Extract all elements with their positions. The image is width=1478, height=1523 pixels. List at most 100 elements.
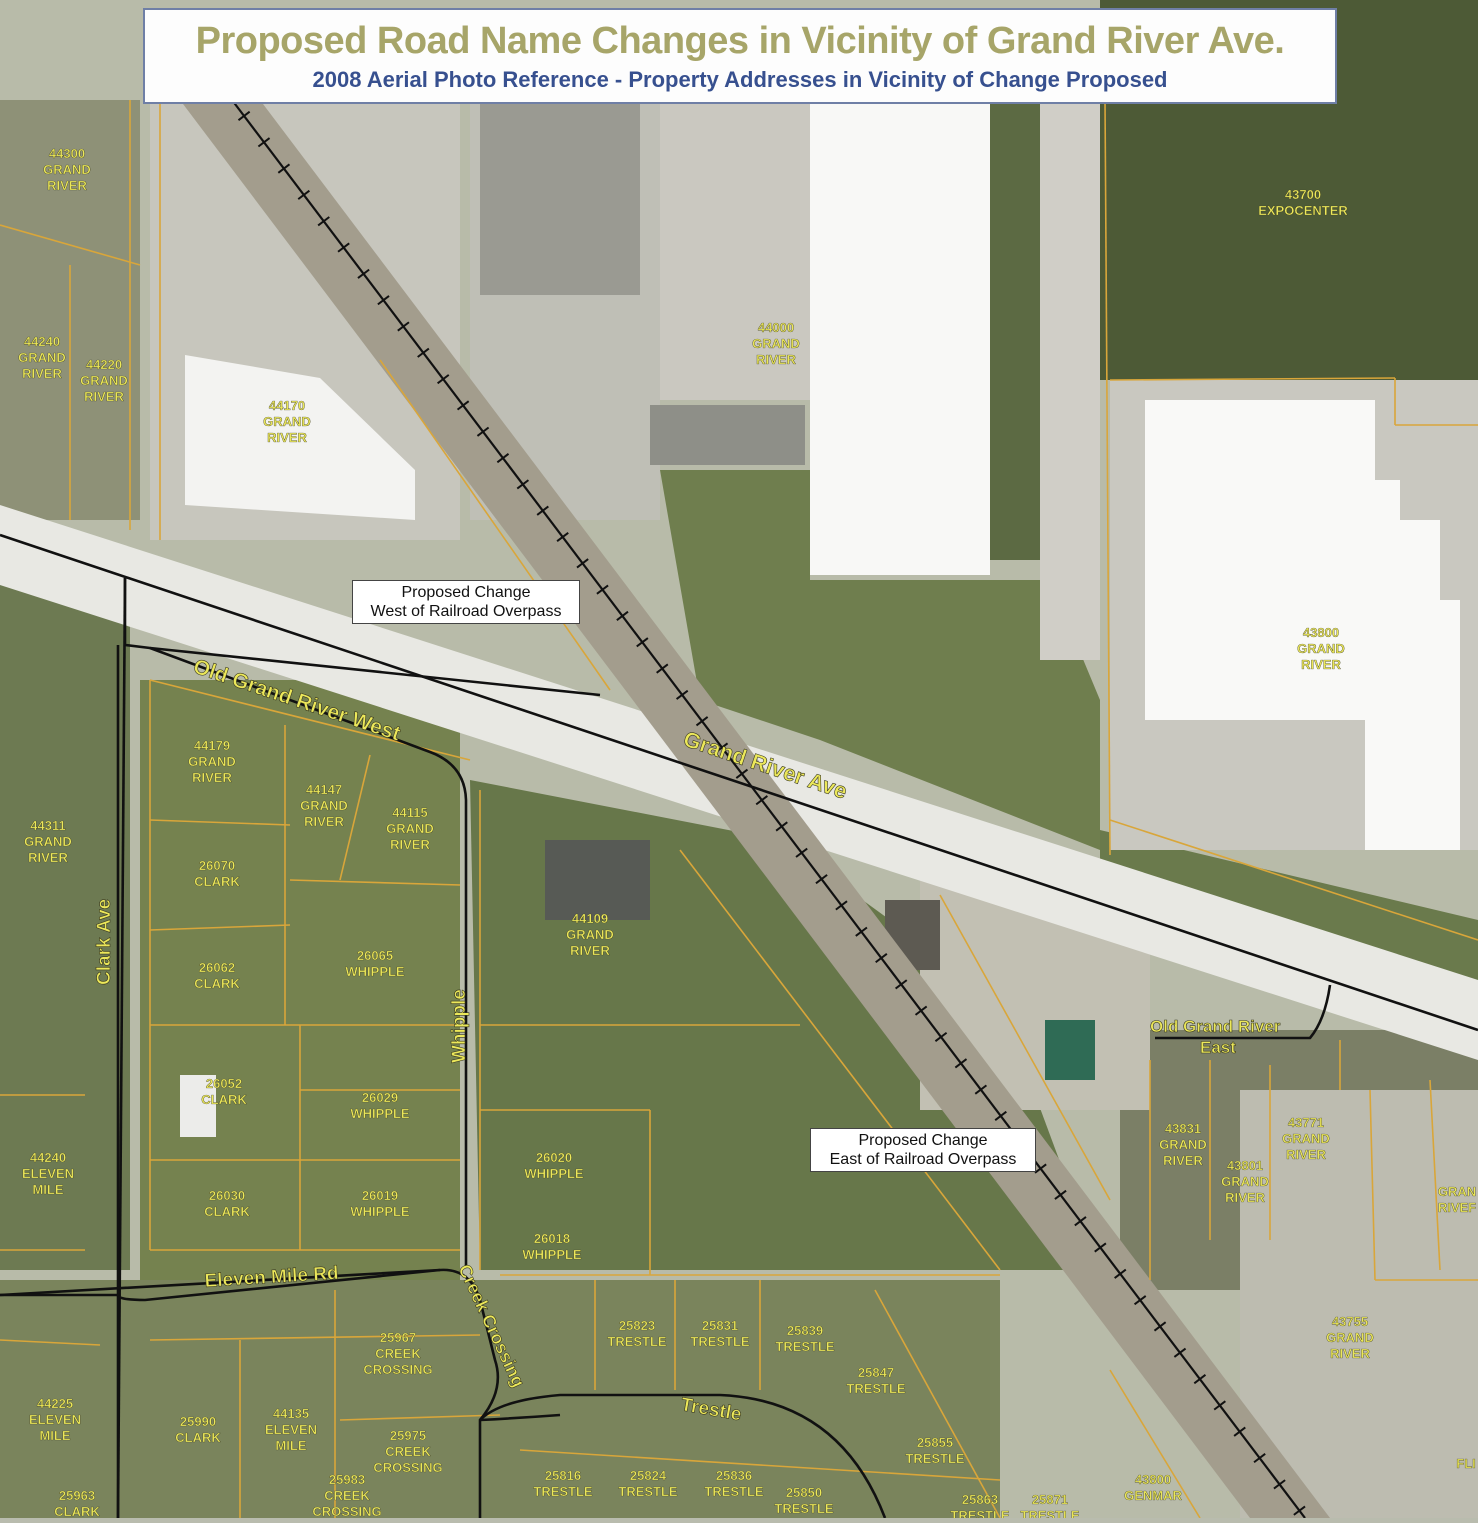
parcel-label-line: 25871 bbox=[1032, 1492, 1068, 1507]
railroad-corridor bbox=[180, 100, 1330, 1518]
parcel-label-line: 44135 bbox=[273, 1406, 309, 1421]
parcel-label-line: TRESTLE bbox=[950, 1508, 1010, 1518]
title-box: Proposed Road Name Changes in Vicinity o… bbox=[143, 8, 1337, 104]
buildings bbox=[180, 100, 1460, 1137]
old-grand-river-east-label-2: East bbox=[1200, 1038, 1236, 1057]
parcel-label-line: 25983 bbox=[329, 1472, 365, 1487]
railroad-tick bbox=[954, 1058, 968, 1069]
parcel-label-line: 44311 bbox=[30, 818, 65, 833]
parcel-label-line: CROSSING bbox=[363, 1362, 432, 1377]
railroad-tick bbox=[735, 768, 749, 779]
grand-river-ave-line bbox=[0, 533, 1478, 1032]
parcel-label-line: 26062 bbox=[199, 960, 235, 975]
parcel-label-line: 43831 bbox=[1165, 1121, 1201, 1136]
parcel-label-line: 25990 bbox=[180, 1414, 216, 1429]
parcel-label-line: CLARK bbox=[201, 1092, 247, 1107]
parcel-label-line: CLARK bbox=[194, 976, 240, 991]
railroad-tick bbox=[775, 821, 788, 832]
parcel-label-line: 26052 bbox=[206, 1076, 242, 1091]
whipple-line bbox=[149, 646, 468, 1268]
parcel-label-line: TRESTLE bbox=[533, 1484, 593, 1499]
parcel-label-line: GRAND bbox=[566, 927, 614, 942]
railroad-tick bbox=[974, 1084, 988, 1095]
railroad-tick bbox=[1133, 1295, 1147, 1306]
parcel-label-line: GRAND bbox=[24, 834, 72, 849]
parcel-label-line: 26019 bbox=[362, 1188, 398, 1203]
railroad-tick bbox=[1213, 1400, 1226, 1411]
parcel-label-line: CREEK bbox=[385, 1444, 431, 1459]
railroad-tick bbox=[556, 531, 569, 543]
parcel-label-line: 25831 bbox=[702, 1318, 738, 1333]
parcel-label-line: 44220 bbox=[86, 357, 122, 372]
parcel-label-line: 25836 bbox=[716, 1468, 752, 1483]
railroad-line bbox=[231, 99, 1306, 1519]
parcel-label-line: ELEVEN bbox=[22, 1166, 74, 1181]
parcel-label-line: 25816 bbox=[545, 1468, 581, 1483]
parcel-label-line: GRAND bbox=[188, 754, 236, 769]
parcel-label-line: GRAND bbox=[386, 821, 434, 836]
railroad-tick bbox=[1074, 1216, 1087, 1227]
parcel-label-line: RIVER bbox=[1286, 1147, 1326, 1162]
creek-crossing-line bbox=[0, 1268, 500, 1518]
railroad-tick bbox=[855, 926, 868, 937]
railroad-tick bbox=[1153, 1321, 1167, 1332]
parcel-label-line: 44115 bbox=[392, 805, 427, 820]
parcel-label-line: RIVER bbox=[22, 366, 62, 381]
parcel-label-line: 44300 bbox=[49, 146, 85, 161]
parcel-label-line: TRESTLE bbox=[1020, 1508, 1080, 1518]
whipple-label: Whipple bbox=[449, 989, 470, 1063]
page-title: Proposed Road Name Changes in Vicinity o… bbox=[195, 20, 1285, 62]
parcel-label-line: RIVER bbox=[1225, 1190, 1265, 1205]
railroad-tick bbox=[596, 584, 609, 595]
parcel-label-line: 25963 bbox=[59, 1488, 95, 1503]
railroad-tick bbox=[576, 558, 589, 569]
parcel-label-line: GRAND bbox=[1221, 1174, 1269, 1189]
railroad-tick bbox=[536, 505, 549, 516]
callout-west-line-2: West of Railroad Overpass bbox=[370, 603, 562, 620]
parcel-label-line: GRAND bbox=[1159, 1137, 1207, 1152]
railroad-tick bbox=[476, 426, 490, 437]
railroad-tick bbox=[1253, 1452, 1266, 1464]
parcel-label-line: CREEK bbox=[375, 1346, 421, 1361]
parcel-label-line: TRESTLE bbox=[607, 1334, 667, 1349]
parcel-label-line: RIVER bbox=[570, 943, 610, 958]
parcel-label-line: EXPOCENTER bbox=[1258, 203, 1348, 218]
railroad-tick bbox=[835, 900, 848, 911]
parcel-label-line: WHIPPLE bbox=[350, 1204, 410, 1219]
parcel-label-line: 25839 bbox=[787, 1323, 823, 1338]
parcel-label-line: 44147 bbox=[306, 782, 342, 797]
railroad-tick bbox=[895, 979, 908, 990]
railroad-tick bbox=[1034, 1163, 1047, 1174]
parcel-label-line: GRAND bbox=[1282, 1131, 1330, 1146]
parcel-label-line: 26018 bbox=[534, 1231, 570, 1246]
railroad-tick bbox=[815, 874, 828, 885]
parcel-label-line: ELEVEN bbox=[29, 1412, 81, 1427]
parcel-label-line: RIVER bbox=[267, 430, 307, 445]
parcel-label-line: GRAND bbox=[263, 414, 311, 429]
parcel-label-line: GRAND bbox=[300, 798, 348, 813]
parcel-label-line: TRESTLE bbox=[905, 1451, 965, 1466]
railroad-tick bbox=[1114, 1268, 1127, 1279]
railroad-tick bbox=[656, 663, 669, 674]
parcel-label-line: 25855 bbox=[917, 1435, 953, 1450]
railroad-tick bbox=[337, 242, 350, 253]
